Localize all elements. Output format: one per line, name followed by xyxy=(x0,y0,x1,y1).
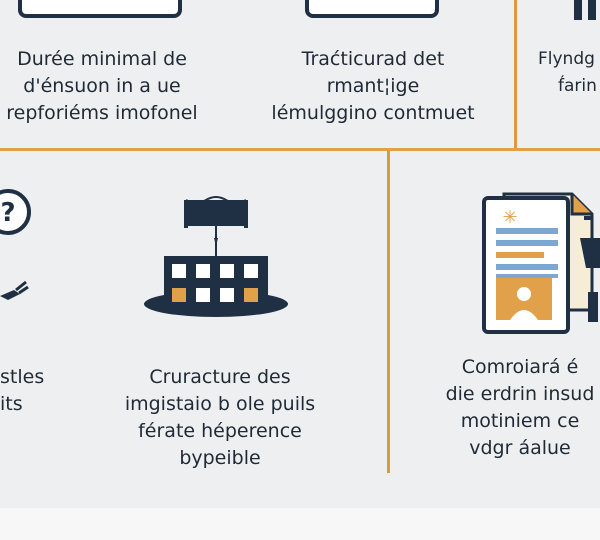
text-line: imgistaio b ole puils xyxy=(124,393,316,415)
text-line: Traćticurad det xyxy=(301,48,445,70)
monitor-icon xyxy=(305,0,439,18)
bottom-left-text: stles its xyxy=(0,364,60,418)
bottom-center-text: Cruracture des imgistaio b ole puils fér… xyxy=(110,364,330,472)
text-line: Cruracture des xyxy=(149,366,291,388)
top-right-text: Flyndg f́arin xyxy=(530,46,600,100)
bottom-vertical-divider xyxy=(387,150,390,473)
document-report-icon: ✳ xyxy=(482,192,600,334)
text-line: Flyndg xyxy=(538,49,595,69)
text-line: its xyxy=(0,393,23,415)
bottom-strip xyxy=(0,508,600,540)
text-line: férate héperence xyxy=(138,420,302,442)
text-line: vdgr áalue xyxy=(469,437,571,459)
question-icon: ? xyxy=(0,189,31,235)
svg-text:✳: ✳ xyxy=(502,207,517,228)
horizontal-divider xyxy=(0,148,600,151)
text-line: f́arin xyxy=(558,76,597,96)
text-line: die erdrin insud xyxy=(445,383,595,405)
svg-text:?: ? xyxy=(0,198,15,228)
building-flag-icon xyxy=(144,196,288,317)
text-line: Comroiará é xyxy=(461,356,579,378)
text-line: lémulggino contmuet xyxy=(271,102,475,124)
text-line: rmant¦ige xyxy=(326,75,420,97)
plug-icon xyxy=(0,280,29,300)
text-line: repforiéms imofonel xyxy=(6,102,198,124)
top-vertical-divider xyxy=(514,0,517,148)
text-line: bypeible xyxy=(179,447,261,469)
person-icon xyxy=(574,0,596,20)
top-left-text: Durée minimal de d'énsuon in a ue repfor… xyxy=(2,46,202,127)
text-line: Durée minimal de xyxy=(17,48,187,70)
text-line: motiniem ce xyxy=(460,410,580,432)
text-line: d'énsuon in a ue xyxy=(23,75,181,97)
monitor-icon xyxy=(18,0,182,18)
text-line: stles xyxy=(0,366,45,388)
bottom-right-text: Comroiará é die erdrin insud motiniem c… xyxy=(440,354,600,462)
top-center-text: Traćticurad det rmant¦ige lémulggino con… xyxy=(268,46,478,127)
